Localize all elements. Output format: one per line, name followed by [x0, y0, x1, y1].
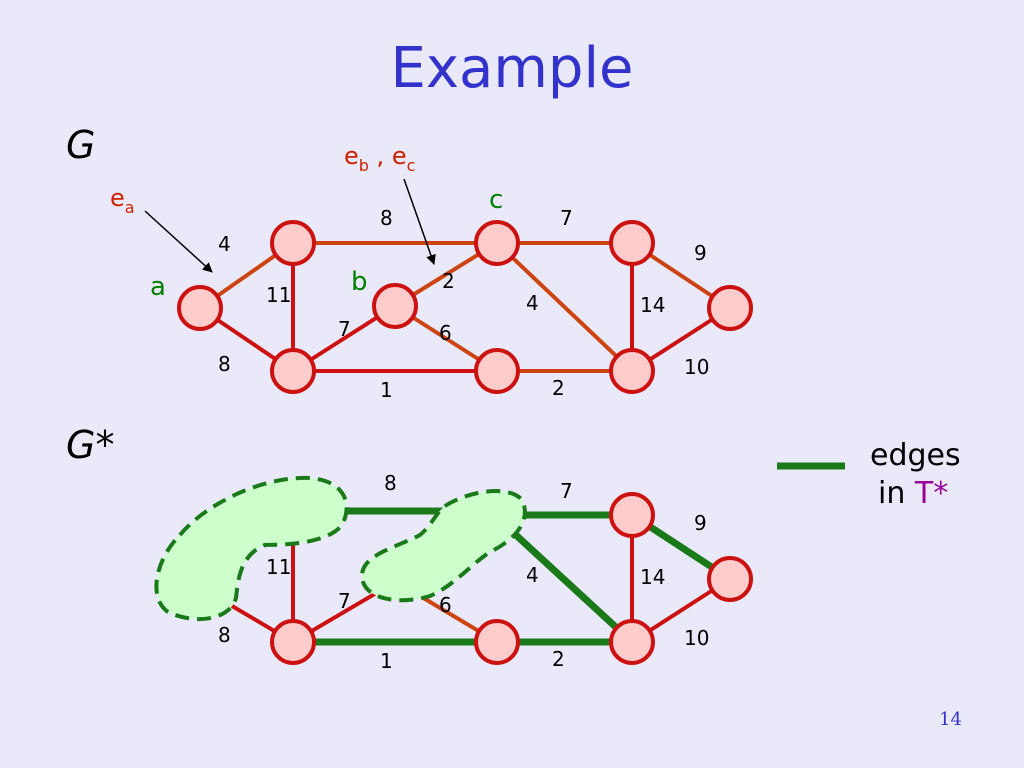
node-b — [372, 283, 418, 329]
node-n3 — [609, 492, 655, 538]
edge-c-n6 — [495, 241, 634, 373]
weight-label: 4 — [526, 563, 539, 587]
weight-label: 7 — [338, 317, 351, 341]
node-label-a: a — [150, 272, 166, 302]
node-n4 — [707, 556, 753, 602]
edge-annotation-ebc: eb , ec — [344, 142, 436, 265]
node-label-b: b — [351, 267, 368, 297]
svg-text:eb , ec: eb , ec — [344, 142, 415, 175]
weight-label: 2 — [442, 269, 455, 293]
edge-annotation-ea: ea — [110, 184, 213, 273]
page-number: 14 — [939, 709, 962, 730]
node-c — [474, 220, 520, 266]
weight-label: 6 — [439, 593, 452, 617]
weight-label: 8 — [384, 471, 397, 495]
weight-label: 14 — [640, 565, 665, 589]
weight-label: 4 — [218, 232, 231, 256]
svg-text:ea: ea — [110, 184, 135, 217]
mst-edge-c-n6 — [502, 522, 635, 645]
legend-line1: edges — [870, 438, 961, 473]
weight-label: 9 — [694, 511, 707, 535]
weight-label: 9 — [694, 241, 707, 265]
contracted-clusters — [154, 475, 527, 622]
node-n5 — [474, 619, 520, 665]
weight-label: 4 — [526, 291, 539, 315]
graph-g-label: G — [66, 123, 95, 167]
weight-label: 1 — [380, 649, 393, 673]
top-edge-weights: 4 8 7 9 11 2 4 14 7 6 8 10 1 2 — [218, 206, 709, 402]
legend-line2: in T* — [878, 476, 948, 511]
cluster-middle — [359, 489, 527, 603]
weight-label: 7 — [560, 479, 573, 503]
weight-label: 10 — [684, 626, 709, 650]
weight-label: 8 — [218, 623, 231, 647]
weight-label: 8 — [380, 206, 393, 230]
node-n2 — [270, 619, 316, 665]
weight-label: 8 — [218, 352, 231, 376]
node-n3 — [609, 220, 655, 266]
weight-label: 6 — [439, 321, 452, 345]
arrow-ebc — [403, 178, 436, 265]
bottom-edge-weights: 8 7 9 11 4 14 7 6 8 10 1 2 — [218, 471, 709, 673]
weight-label: 11 — [266, 283, 291, 307]
graph-gstar-label: G* — [66, 423, 114, 467]
weight-label: 14 — [640, 293, 665, 317]
top-graph-nodes — [177, 220, 753, 394]
node-n2 — [270, 348, 316, 394]
weight-label: 7 — [560, 206, 573, 230]
weight-label: 2 — [552, 376, 565, 400]
bottom-graph-nodes — [270, 492, 753, 665]
node-n4 — [707, 285, 753, 331]
weight-label: 1 — [380, 378, 393, 402]
weight-label: 7 — [338, 589, 351, 613]
top-node-labels: a b c — [150, 185, 503, 302]
node-n1 — [270, 220, 316, 266]
node-n6 — [609, 619, 655, 665]
node-n6 — [609, 348, 655, 394]
slide-title: Example — [390, 36, 634, 101]
node-n5 — [474, 348, 520, 394]
node-a — [177, 285, 223, 331]
node-label-c: c — [489, 185, 503, 215]
legend: edges in T* — [777, 438, 961, 511]
arrow-ea — [144, 210, 213, 273]
weight-label: 2 — [552, 647, 565, 671]
cluster-left — [154, 475, 349, 622]
weight-label: 11 — [266, 555, 291, 579]
weight-label: 10 — [684, 355, 709, 379]
